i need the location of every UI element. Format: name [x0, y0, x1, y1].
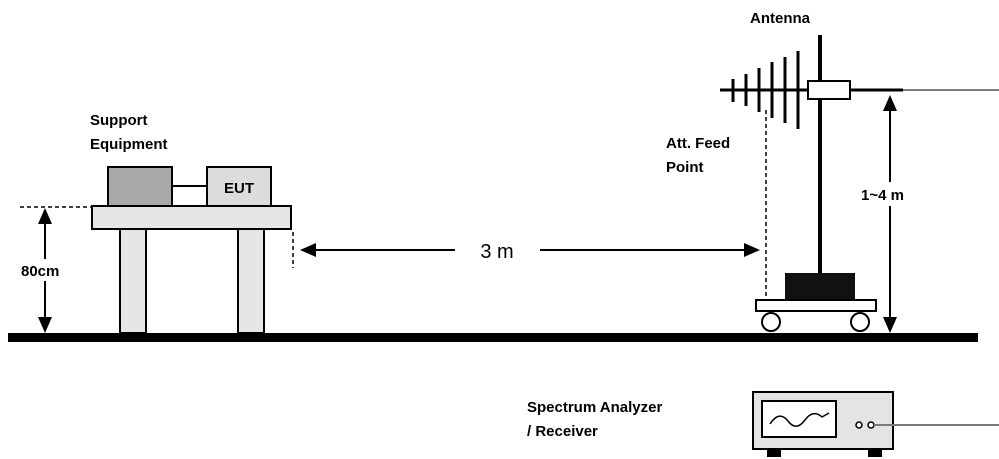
ground-plane: [8, 333, 978, 342]
antenna-height-label-bg: [858, 182, 942, 206]
table-height-label-bg: [18, 259, 74, 281]
antenna-mount-clamp: [807, 80, 851, 100]
table-height-arrow-down: [38, 317, 52, 333]
eut-label: EUT: [224, 180, 254, 197]
antenna-height-label: 1~4 m: [861, 187, 904, 204]
att-feed-point-label: Att. Feed: [666, 135, 730, 152]
analyzer-knob-right: [867, 421, 875, 429]
table-leg-right: [237, 228, 265, 334]
antenna-height-arrow-down: [883, 317, 897, 333]
antenna-label: Antenna: [750, 10, 811, 27]
spectrum-analyzer-label: Spectrum Analyzer: [527, 399, 662, 416]
analyzer-knob-left: [855, 421, 863, 429]
table-height-label: 80cm: [21, 263, 59, 280]
antenna-height-arrow-up: [883, 95, 897, 111]
analyzer-waveform: [769, 412, 830, 427]
test-table: [91, 205, 292, 334]
analyzer-foot-right: [868, 448, 882, 457]
table-top: [91, 205, 292, 230]
spectrum-analyzer-label-line2: / Receiver: [527, 423, 598, 440]
distance-arrow-right: [744, 243, 760, 257]
distance-label: 3 m: [480, 241, 513, 263]
support-equipment-label: Support: [90, 112, 148, 129]
table-leg-left: [119, 228, 147, 334]
antenna-elements: [720, 51, 812, 129]
distance-arrow-left: [300, 243, 316, 257]
antenna-cart-platform: [755, 299, 877, 312]
table-height-arrow-up: [38, 208, 52, 224]
att-feed-point-label-line2: Point: [666, 159, 704, 176]
cart-wheel-right: [850, 312, 870, 332]
analyzer-foot-left: [767, 448, 781, 457]
mast-base-weight: [785, 273, 855, 300]
support-equipment-box: [107, 166, 173, 207]
eut-box: [206, 166, 272, 207]
cart-wheel-left: [761, 312, 781, 332]
spectrum-analyzer: [752, 391, 894, 457]
support-equipment-label-line2: Equipment: [90, 136, 168, 153]
